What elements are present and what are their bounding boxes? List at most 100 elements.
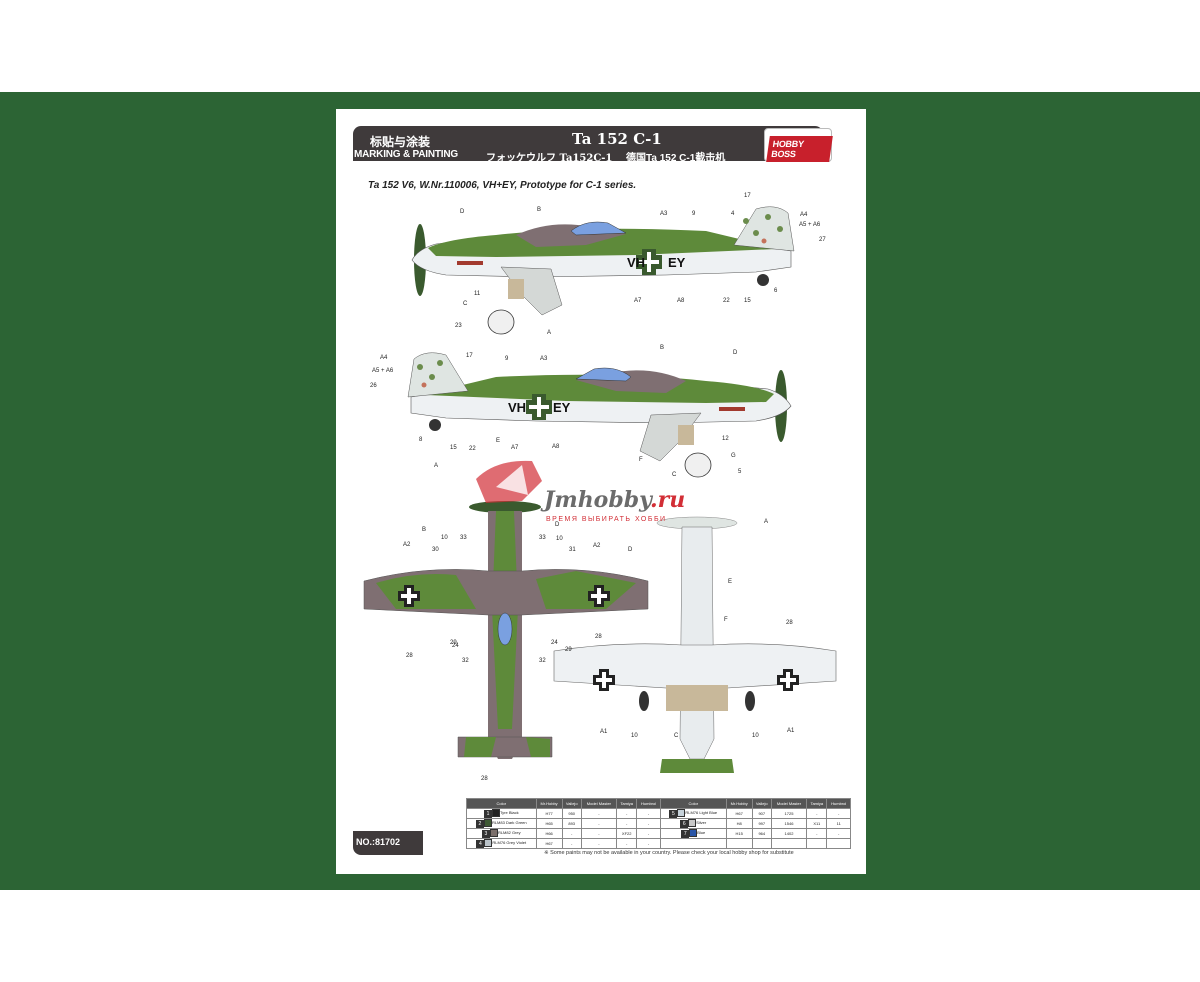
tailplane-bottom bbox=[660, 759, 734, 773]
callout: A8 bbox=[677, 298, 685, 304]
side-profile-left: VH EY bbox=[411, 206, 795, 335]
paint-code-cell: - bbox=[616, 818, 638, 829]
paint-code-cell: - bbox=[636, 838, 661, 849]
callouts-top: B A2 30 10 33 33 D 10 31 A2 D 28 29 24 3… bbox=[403, 522, 633, 782]
col-header: Model Master bbox=[580, 798, 618, 809]
tail-wheel-side2 bbox=[429, 419, 441, 431]
paint-name-cell bbox=[659, 838, 727, 849]
canopy-top bbox=[497, 612, 513, 646]
paint-code-cell: - bbox=[616, 838, 638, 849]
wings-bottom bbox=[553, 643, 837, 690]
callout: 24 bbox=[452, 643, 459, 649]
callout: 11 bbox=[474, 291, 481, 297]
col-header: Humbrol bbox=[636, 798, 661, 809]
callout: A8 bbox=[552, 444, 560, 450]
paint-code-cell: - bbox=[636, 828, 661, 839]
product-number-tab bbox=[353, 831, 423, 855]
top-view bbox=[363, 501, 649, 759]
paint-code-cell: XF22 bbox=[616, 828, 638, 839]
col-header: Mr.Hobby bbox=[725, 798, 753, 809]
tail-wheel-side1 bbox=[757, 274, 769, 286]
camo-green-top-side2 bbox=[426, 374, 774, 403]
callout: G bbox=[731, 453, 736, 459]
paint-swatch bbox=[484, 839, 493, 848]
paint-code-cell: X11 bbox=[806, 818, 828, 829]
paint-code-cell: - bbox=[826, 808, 851, 819]
paint-name: RLM83 Dark Green bbox=[491, 820, 527, 826]
callout: A bbox=[547, 330, 551, 336]
reg-left-side1: VH bbox=[627, 255, 645, 270]
paint-code-cell bbox=[725, 838, 753, 849]
callout: 23 bbox=[455, 323, 462, 329]
paint-swatch bbox=[491, 809, 500, 818]
callout: 32 bbox=[462, 658, 469, 664]
paint-code-cell bbox=[826, 838, 851, 849]
paint-code-cell: - bbox=[806, 808, 828, 819]
callout: 22 bbox=[469, 446, 476, 452]
callout: A7 bbox=[511, 445, 519, 451]
callout: 4 bbox=[731, 211, 735, 217]
paint-code-cell: H67 bbox=[725, 808, 753, 819]
callout: 28 bbox=[406, 653, 413, 659]
paint-code-cell: 997 bbox=[751, 818, 772, 829]
exhaust-stripe-side1 bbox=[457, 261, 483, 265]
paint-code-cell: 1402 bbox=[770, 828, 808, 839]
paint-index: 6 bbox=[680, 819, 689, 828]
callout: B bbox=[537, 207, 541, 213]
side-profile-right: VH EY bbox=[407, 352, 792, 478]
canopy-side1 bbox=[570, 221, 627, 236]
subtitle-japanese: フォッケウルフ Ta152C-1 bbox=[486, 153, 613, 164]
callouts-side1: D B A3 9 4 17 A4 A5 + A6 27 11 C 23 A A7… bbox=[455, 193, 826, 336]
main-wheel-side1 bbox=[487, 309, 515, 335]
callout: 10 bbox=[441, 535, 448, 541]
callout: A bbox=[434, 463, 438, 469]
callout: A bbox=[764, 519, 768, 525]
paint-code-cell: 950 bbox=[561, 808, 582, 819]
callout: D bbox=[460, 209, 465, 215]
callout: 30 bbox=[432, 547, 439, 553]
main-wheel-side2 bbox=[684, 452, 712, 478]
callout: B bbox=[660, 345, 664, 351]
callout: D bbox=[733, 350, 738, 356]
col-header: Mr.Hobby bbox=[535, 798, 563, 809]
callout: B bbox=[422, 527, 426, 533]
callout: 15 bbox=[450, 445, 457, 451]
callout: A3 bbox=[540, 356, 548, 362]
tail-fin-side2 bbox=[407, 352, 469, 398]
col-header: Tamiya bbox=[616, 798, 638, 809]
page-title: Ta 152 C-1 bbox=[572, 130, 662, 148]
paint-name: Silver bbox=[696, 820, 707, 826]
paint-code-cell: - bbox=[580, 828, 618, 839]
variant-description: Ta 152 V6, W.Nr.110006, VH+EY, Prototype… bbox=[368, 180, 637, 191]
callout: A4 bbox=[380, 355, 388, 361]
paint-code-cell: H8 bbox=[725, 818, 753, 829]
callout: 10 bbox=[631, 733, 638, 739]
paint-color-table: Color Mr.Hobby Vallejo Model Master Tami… bbox=[466, 798, 851, 849]
callout: 5 bbox=[738, 469, 742, 475]
header-chinese: 标贴与涂装 bbox=[370, 135, 431, 149]
callout: F bbox=[639, 457, 643, 463]
callout: A3 bbox=[660, 211, 668, 217]
callout: 29 bbox=[565, 647, 572, 653]
callout: A4 bbox=[800, 212, 808, 218]
paint-swatch bbox=[677, 809, 686, 818]
paint-name: Tyre Black bbox=[499, 810, 519, 816]
callout: 24 bbox=[551, 640, 558, 646]
paint-index: 1 bbox=[483, 809, 492, 818]
callout: A5 + A6 bbox=[799, 222, 821, 228]
paint-code-cell: 964 bbox=[751, 828, 772, 839]
callout: A1 bbox=[600, 729, 608, 735]
callout: E bbox=[496, 438, 500, 444]
paint-code-cell: - bbox=[561, 828, 582, 839]
paint-code-cell: 893 bbox=[561, 818, 582, 829]
paint-code-cell: - bbox=[636, 808, 661, 819]
paint-swatch bbox=[489, 829, 498, 838]
callout: D bbox=[555, 522, 560, 528]
callout: 17 bbox=[466, 353, 473, 359]
